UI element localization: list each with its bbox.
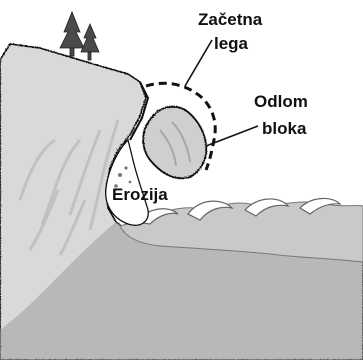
label-block-fall-line2: bloka	[262, 119, 307, 138]
label-original-position-line1: Začetna	[198, 10, 263, 29]
falling-block	[143, 107, 206, 179]
tree-icon	[60, 12, 99, 60]
label-original-position-line2: lega	[214, 34, 249, 53]
label-erosion: Erozija	[112, 185, 168, 204]
label-block-fall-line1: Odlom	[254, 92, 308, 111]
leader-line-original-position	[185, 40, 212, 86]
